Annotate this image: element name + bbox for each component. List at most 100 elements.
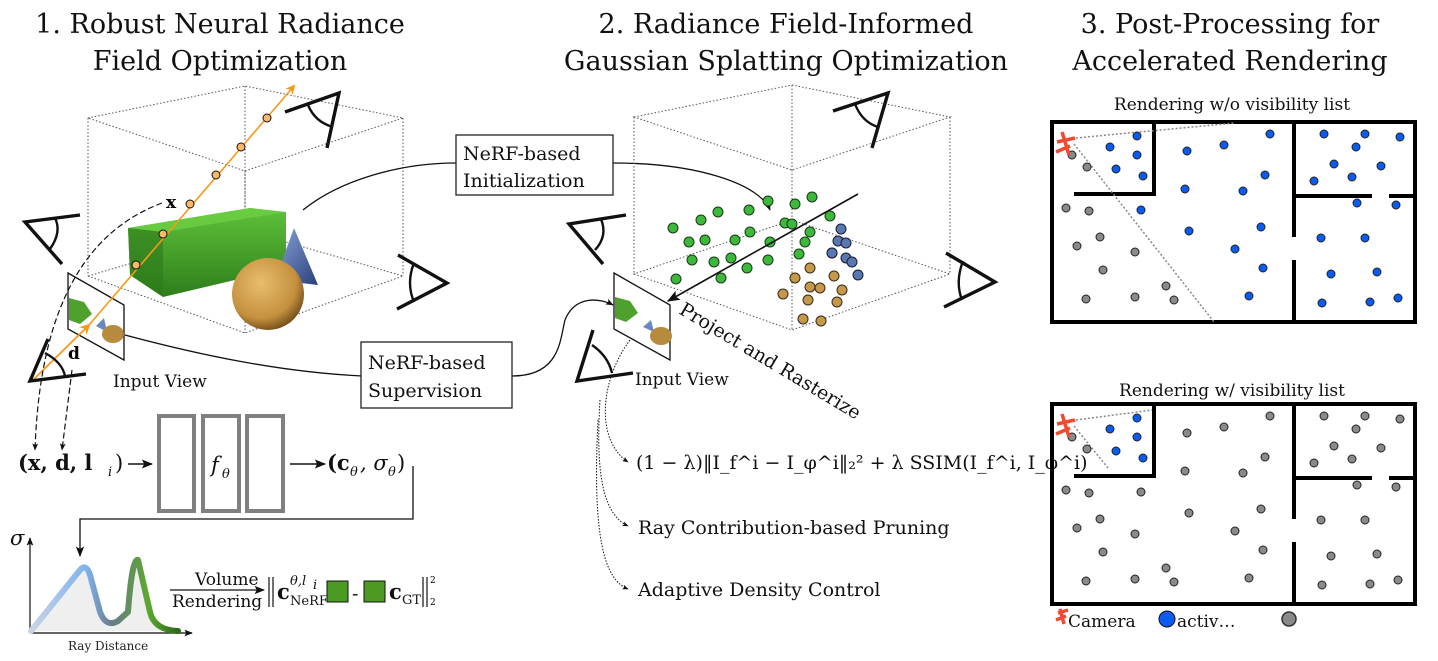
active-gaussian: [1316, 233, 1326, 243]
inactive-gaussian: [1130, 247, 1140, 257]
svg-text:(x, d, l: (x, d, l: [18, 450, 92, 475]
section-2-title-line2: Gaussian Splatting Optimization: [564, 46, 1008, 77]
green-gaussian: [806, 191, 818, 203]
active-gaussian: [1319, 129, 1329, 139]
legend: Camera activ…: [1055, 608, 1297, 632]
active-gaussian: [1360, 129, 1370, 139]
inactive-gaussian: [1095, 232, 1105, 242]
blue-gaussian: [846, 256, 858, 268]
active-gaussian: [1326, 269, 1336, 279]
volume-rendering-arrow: Volume Rendering: [170, 570, 266, 612]
inactive-gaussian: [1244, 573, 1254, 583]
inactive-gaussian: [1309, 458, 1319, 468]
green-gaussian: [699, 234, 711, 246]
inactive-gaussian: [1258, 545, 1268, 555]
tan-gaussian: [777, 288, 789, 300]
dotted-branch: [604, 339, 631, 463]
active-gaussian: [1265, 129, 1275, 139]
svg-text:2: 2: [430, 576, 436, 586]
inactive-gaussian: [1081, 294, 1091, 304]
inactive-gaussian: [1351, 424, 1361, 434]
tan-sphere-object: [232, 258, 304, 330]
blue-gaussian: [826, 247, 838, 259]
svg-text:θ: θ: [350, 465, 358, 480]
tan-gaussian: [804, 281, 816, 293]
svg-text:NeRF: NeRF: [290, 594, 328, 609]
tan-gaussian: [804, 262, 816, 274]
connector-mlp-to-graph: [75, 466, 414, 558]
tan-gaussian: [802, 294, 814, 306]
active-gaussian: [1184, 226, 1194, 236]
inactive-gaussian: [1082, 162, 1092, 172]
tan-gaussian: [789, 272, 801, 284]
green-gaussian: [667, 222, 679, 234]
outer-wall: [1050, 120, 1417, 324]
section-1-title-line1: 1. Robust Neural Radiance: [35, 9, 405, 40]
legend-inactive: [1281, 611, 1297, 627]
inactive-gaussian: [1098, 265, 1108, 275]
stage1-scene-objects: [128, 208, 318, 330]
inactive-gaussian: [1316, 515, 1326, 525]
green-gaussian: [824, 210, 836, 222]
inactive-gaussian: [1360, 515, 1370, 525]
blue-gaussian: [852, 269, 864, 281]
camera-eye-icon: [565, 213, 627, 266]
active-gaussian: [1111, 164, 1121, 174]
inactive-gaussian: [1098, 547, 1108, 557]
stage1-input-view-label: Input View: [113, 372, 207, 392]
ray-sample-point: [236, 142, 246, 152]
inner-wall: [1074, 122, 1156, 196]
inactive-gaussian: [1326, 551, 1336, 561]
section-3-title-line1: 3. Post-Processing for: [1081, 9, 1380, 40]
svg-text:i: i: [108, 465, 112, 480]
inactive-gaussian: [1130, 292, 1140, 302]
svg-text:c: c: [277, 579, 290, 604]
section-2-title-line1: 2. Radiance Field-Informed: [599, 9, 974, 40]
dashed-arrow-x: [32, 202, 163, 451]
active-gaussian: [1347, 172, 1357, 182]
tan-gaussian: [828, 270, 840, 282]
active-gaussian: [1105, 424, 1115, 434]
svg-text:, σ: , σ: [360, 451, 388, 475]
active-gaussian-icon: [1158, 610, 1176, 628]
camera-eye-icon: [832, 90, 891, 149]
projection-ray: [666, 193, 859, 302]
project-and-rasterize-label: Project and Rasterize: [675, 298, 864, 424]
tan-gaussian: [831, 296, 843, 308]
active-gaussian: [1372, 267, 1382, 277]
inactive-gaussian: [1238, 468, 1248, 478]
ray-sample-point: [131, 260, 141, 270]
green-gaussian: [799, 236, 811, 248]
bottom-floorplan-caption: Rendering w/ visibility list: [1119, 381, 1345, 401]
density-graph: σ Ray Distance: [10, 526, 193, 653]
inactive-gaussian: [1061, 485, 1071, 495]
green-gaussian: [786, 218, 798, 230]
active-gaussian: [1365, 297, 1375, 307]
inactive-gaussian: [1095, 514, 1105, 524]
floorplan-without-visibility: [1050, 120, 1417, 324]
inactive-gaussian: [1169, 295, 1179, 305]
inactive-gaussian: [1256, 504, 1266, 514]
camera-eye-icon: [943, 251, 999, 309]
mlp-output-formula: (c θ , σ θ ): [327, 450, 405, 480]
inactive-gaussian: [1219, 422, 1229, 432]
svg-text:Rendering: Rendering: [172, 592, 262, 612]
section-3-title: 3. Post-Processing for Accelerated Rende…: [1071, 9, 1387, 77]
active-gaussian: [1132, 131, 1142, 141]
graph-y-label: σ: [10, 526, 25, 550]
active-gaussian: [1132, 432, 1142, 442]
active-gaussian: [1132, 413, 1142, 423]
inactive-gaussian: [1084, 488, 1094, 498]
inactive-gaussian: [1169, 577, 1179, 587]
section-1-title: 1. Robust Neural Radiance Field Optimiza…: [35, 9, 405, 77]
active-gaussian: [1132, 150, 1142, 160]
camera-eye-icon: [27, 338, 87, 384]
green-gaussian: [744, 226, 756, 238]
gaussian-points: [667, 191, 864, 327]
connector-supervision: [124, 300, 613, 377]
inactive-gaussian: [1082, 444, 1092, 454]
camera-icon: [1055, 608, 1069, 625]
svg-text:Supervision: Supervision: [368, 380, 482, 402]
dotted-branch: [596, 419, 629, 590]
section-2-title: 2. Radiance Field-Informed Gaussian Spla…: [564, 9, 1008, 77]
